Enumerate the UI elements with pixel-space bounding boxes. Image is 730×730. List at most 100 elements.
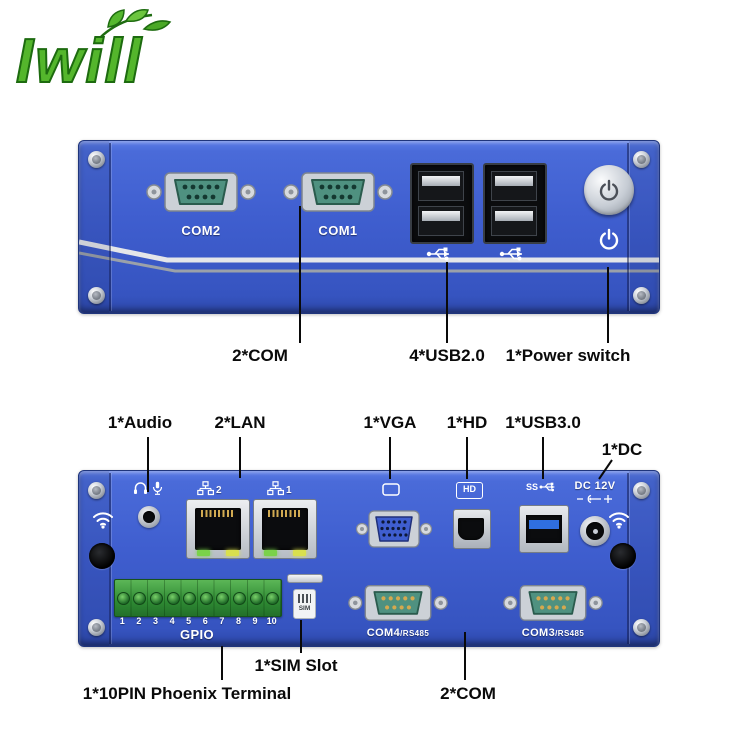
- com2-connector: [146, 172, 256, 212]
- com1-label: COM1: [318, 223, 358, 238]
- rj45-contacts: [201, 510, 235, 517]
- gpio-pin-number: 3: [152, 616, 158, 626]
- lan-port-1: [253, 499, 317, 559]
- screw: [88, 151, 105, 168]
- gpio-terminal: [114, 579, 282, 617]
- rj45-contacts: [268, 510, 302, 517]
- logo-leaf-icon: [95, 8, 172, 43]
- network-icon: [267, 481, 284, 496]
- hd-icon: HD: [456, 482, 483, 499]
- hdmi-port: [453, 509, 491, 549]
- panel-flange-right: [629, 141, 659, 313]
- power-icon: [599, 179, 619, 201]
- com4-label-main: COM4: [366, 627, 401, 639]
- gpio-label: GPIO: [179, 627, 215, 642]
- panel-seam: [109, 143, 111, 311]
- com3-label-main: COM3: [521, 627, 556, 639]
- gpio-screw: [149, 591, 163, 605]
- antenna-hole: [610, 543, 636, 569]
- panel-flange-left: [79, 141, 109, 313]
- dc-label: DC 12V: [574, 480, 616, 492]
- panel-seam: [627, 143, 629, 311]
- gpio-screw: [249, 591, 263, 605]
- vga-icon: [382, 483, 400, 496]
- rear-panel: 2 1 HD: [78, 470, 660, 647]
- callout-rear-com: 2*COM: [440, 684, 496, 703]
- gpio-pin-number: 7: [219, 616, 225, 626]
- decorative-stripes: [79, 239, 659, 273]
- callout-lan: 2*LAN: [214, 413, 266, 432]
- gpio-pin-number: 9: [252, 616, 258, 626]
- usb-icon: [539, 482, 555, 492]
- logo-text: Iwill: [15, 26, 144, 97]
- callout-sim-slot: 1*SIM Slot: [254, 656, 338, 675]
- gpio-screw: [199, 591, 213, 605]
- gpio-pin-number: 6: [202, 616, 208, 626]
- callout-usb3: 1*USB3.0: [505, 413, 581, 432]
- gpio-screw: [266, 591, 280, 605]
- gpio-screw: [133, 591, 147, 605]
- screw: [88, 619, 105, 636]
- callout-usb2: 4*USB2.0: [409, 346, 485, 365]
- screw: [88, 482, 105, 499]
- usb3-tongue: [529, 520, 559, 529]
- front-panel: COM2 COM1: [78, 140, 660, 314]
- callout-phoenix-terminal: 1*10PIN Phoenix Terminal: [82, 684, 292, 703]
- gpio-pin-number: 5: [186, 616, 192, 626]
- com3-label-sub: /RS485: [555, 629, 585, 638]
- callout-vga: 1*VGA: [363, 413, 417, 432]
- lan1-icon: 1: [267, 481, 292, 496]
- lan-led-green: [264, 550, 277, 556]
- usb-port: [418, 171, 464, 201]
- sim-slot: [287, 574, 323, 583]
- com4-connector: [348, 584, 448, 621]
- gpio-screw: [216, 591, 230, 605]
- wifi-icon: [93, 512, 113, 529]
- lan-led-green: [197, 550, 210, 556]
- callout-front-com: 2*COM: [232, 346, 288, 365]
- com2-label: COM2: [181, 223, 221, 238]
- mic-icon: [152, 481, 163, 495]
- vga-connector: [356, 510, 432, 548]
- usb-icon: [499, 247, 522, 261]
- sim-icon-bars: [298, 594, 311, 603]
- headphone-icon: [134, 482, 147, 494]
- callout-power-switch: 1*Power switch: [505, 346, 631, 365]
- usb3-ss-icon: SS: [526, 481, 559, 493]
- wifi-icon: [609, 512, 629, 529]
- lan-led-amber: [226, 550, 239, 556]
- screw: [633, 619, 650, 636]
- gpio-pin-number: 1: [119, 616, 125, 626]
- gpio-screw: [183, 591, 197, 605]
- gpio-screw: [232, 591, 246, 605]
- screw: [88, 287, 105, 304]
- dc-jack: [580, 516, 610, 546]
- com4-label-sub: /RS485: [400, 629, 430, 638]
- power-button: [584, 165, 634, 215]
- gpio-pin-number: 8: [235, 616, 241, 626]
- gpio-pin-number: 4: [169, 616, 175, 626]
- audio-jack-hole: [143, 511, 155, 523]
- usb-port: [418, 206, 464, 236]
- com4-label: COM4/RS485: [348, 627, 448, 639]
- dc-polarity-icon: [577, 494, 612, 504]
- antenna-hole: [89, 543, 115, 569]
- screw: [633, 151, 650, 168]
- callout-audio: 1*Audio: [107, 413, 173, 432]
- lan-led-amber: [293, 550, 306, 556]
- lan1-number: 1: [286, 485, 292, 496]
- power-icon-white: [599, 228, 619, 250]
- gpio-screw: [116, 591, 130, 605]
- callout-hd: 1*HD: [446, 413, 488, 432]
- lan-port-2: [186, 499, 250, 559]
- usb2-stack-2: [483, 163, 547, 244]
- usb3-opening: [526, 515, 562, 543]
- sim-icon: SIM: [293, 589, 316, 619]
- usb3-port: [519, 505, 569, 553]
- ss-label: SS: [526, 482, 539, 492]
- usb-port: [491, 206, 537, 236]
- dc-jack-pin: [592, 528, 598, 534]
- audio-jack: [138, 506, 160, 528]
- screw: [633, 287, 650, 304]
